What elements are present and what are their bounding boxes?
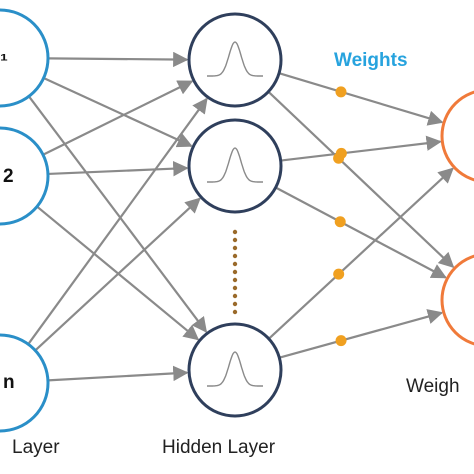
ellipsis-dot [232,285,238,291]
weight-dot-3-2 [335,335,347,347]
edge-hidden-3-output-2 [279,309,444,359]
ellipsis-dot [232,277,238,283]
weight-dot-2-2 [334,216,346,228]
ellipsis-dot [232,229,238,235]
edge-hidden-2-output-2 [275,186,447,279]
ellipsis-dot [232,245,238,251]
edge-input-3-hidden-2 [34,197,201,352]
weight-dot-1-1 [335,86,347,98]
edge-input-3-hidden-3 [47,365,189,382]
input-node-label-n: n [3,372,15,393]
gaussian-curve-icon [207,147,263,183]
hidden-node-1 [187,12,283,108]
input-node-3 [0,333,50,433]
weight-dot-2-1 [335,147,347,159]
output-node-1 [440,90,474,182]
gaussian-curve-icon [207,41,263,77]
edge-input-3-hidden-1 [27,97,208,345]
nodes [0,8,474,433]
ellipsis-dot [232,309,238,315]
weight-dots [333,86,347,347]
connection-edges [27,51,455,382]
gaussian-curve-icon [207,351,263,387]
hidden-ellipsis [232,229,238,315]
input-node-2 [0,126,50,226]
edge-input-1-hidden-2 [43,77,193,148]
edge-hidden-1-output-2 [267,90,455,269]
hidden-node-2 [187,118,283,214]
ellipsis-dot [232,269,238,275]
output-node-2 [440,254,474,346]
edge-input-2-hidden-1 [42,80,194,156]
input-node-label-2: 2 [3,166,14,187]
ellipsis-dot [232,293,238,299]
ellipsis-dot [232,253,238,259]
weight-dot-3-1 [333,268,345,280]
output-layer-caption: Weigh [406,376,460,397]
input-node-1 [0,8,50,108]
hidden-layer-caption: Hidden Layer [162,437,276,458]
ellipsis-dot [232,237,238,243]
ellipsis-dot [232,261,238,267]
edge-hidden-2-output-1 [280,135,442,162]
edge-hidden-1-output-1 [278,72,444,126]
hidden-node-3 [187,322,283,418]
edge-input-2-hidden-3 [36,205,200,341]
edge-input-1-hidden-3 [27,95,208,333]
edge-hidden-3-output-1 [268,167,454,340]
edge-input-2-hidden-2 [47,160,189,177]
weights-label: Weights [334,50,408,71]
edge-input-1-hidden-1 [47,51,189,68]
input-node-label-1: ₁ [0,44,8,65]
ellipsis-dot [232,301,238,307]
input-layer-caption: Layer [12,437,60,458]
